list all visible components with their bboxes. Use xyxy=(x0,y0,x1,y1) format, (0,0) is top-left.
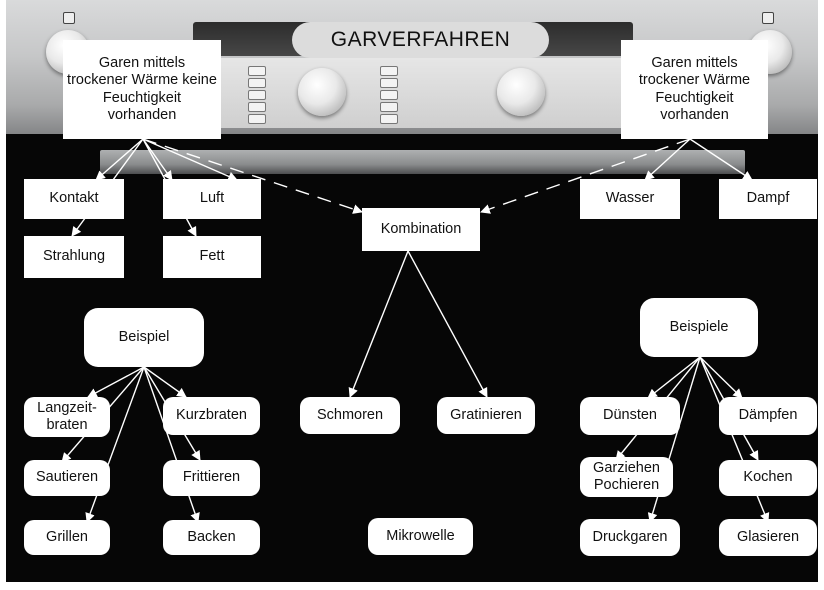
arrow-beispiel-kurzbraten xyxy=(143,366,187,398)
arrow-beispiel-grillen xyxy=(85,366,145,523)
oven-mode-icon xyxy=(248,90,266,100)
arrow-dry-kontakt xyxy=(95,138,144,181)
method-kontakt: Kontakt xyxy=(24,179,124,219)
beispiel-header-left: Beispiel xyxy=(84,308,204,367)
dry-heat-group-box: Garen mittels trockener Wärme keine Feuc… xyxy=(63,40,221,139)
example-grillen: Grillen xyxy=(24,520,110,555)
oven-control-strip xyxy=(193,58,633,128)
arrow-moist-wasser xyxy=(644,138,691,181)
example-duensten: Dünsten xyxy=(580,397,680,435)
arrow-moist-kombination xyxy=(480,138,691,214)
oven-mode-icon xyxy=(248,66,266,76)
oven-indicator-icon xyxy=(63,12,75,24)
arrow-beispiel-backen xyxy=(143,366,200,523)
example-kochen: Kochen xyxy=(719,460,817,496)
arrow-beispiel-langzeitbraten xyxy=(87,366,145,398)
arrow-kombination-schmoren xyxy=(348,250,409,398)
example-langzeitbraten: Langzeit- braten xyxy=(24,397,110,437)
method-kombination: Kombination xyxy=(362,208,480,251)
example-mikrowelle: Mikrowelle xyxy=(368,518,473,555)
method-strahlung: Strahlung xyxy=(24,236,124,278)
oven-mode-icon xyxy=(248,102,266,112)
method-dampf: Dampf xyxy=(719,179,817,219)
example-gratinieren: Gratinieren xyxy=(437,397,535,434)
example-daempfen: Dämpfen xyxy=(719,397,817,435)
arrow-dry-luft xyxy=(142,138,238,181)
example-schmoren: Schmoren xyxy=(300,397,400,434)
arrow-dry-kombination xyxy=(142,138,363,214)
oven-mode-icon xyxy=(380,102,398,112)
oven-indicator-icon xyxy=(762,12,774,24)
example-backen: Backen xyxy=(163,520,260,555)
oven-mode-icon xyxy=(248,78,266,88)
diagram-title: GARVERFAHREN xyxy=(292,22,549,58)
arrow-beispiele-glasieren xyxy=(699,356,770,523)
oven-function-knob xyxy=(298,68,346,116)
oven-mode-icon xyxy=(248,114,266,124)
arrow-kombination-gratinieren xyxy=(407,250,488,398)
example-sautieren: Sautieren xyxy=(24,460,110,496)
oven-mode-icon xyxy=(380,114,398,124)
method-luft: Luft xyxy=(163,179,261,219)
arrow-beispiele-daempfen xyxy=(699,356,743,399)
arrow-dry-luft xyxy=(142,138,173,181)
method-fett: Fett xyxy=(163,236,261,278)
beispiele-header-right: Beispiele xyxy=(640,298,758,357)
arrow-beispiele-duensten xyxy=(647,356,701,399)
oven-mode-icon xyxy=(380,78,398,88)
example-glasieren: Glasieren xyxy=(719,519,817,556)
arrow-moist-dampf xyxy=(689,138,753,181)
oven-handle-strip xyxy=(100,150,745,174)
moist-heat-group-box: Garen mittels trockener Wärme Feuchtigke… xyxy=(621,40,768,139)
oven-mode-icon xyxy=(380,90,398,100)
example-frittieren: Frittieren xyxy=(163,460,260,496)
example-garziehen-pochieren: Garziehen Pochieren xyxy=(580,457,673,497)
oven-mode-icon xyxy=(380,66,398,76)
oven-temperature-knob xyxy=(497,68,545,116)
method-wasser: Wasser xyxy=(580,179,680,219)
arrow-beispiele-druckgaren xyxy=(647,356,701,523)
example-kurzbraten: Kurzbraten xyxy=(163,397,260,435)
example-druckgaren: Druckgaren xyxy=(580,519,680,556)
